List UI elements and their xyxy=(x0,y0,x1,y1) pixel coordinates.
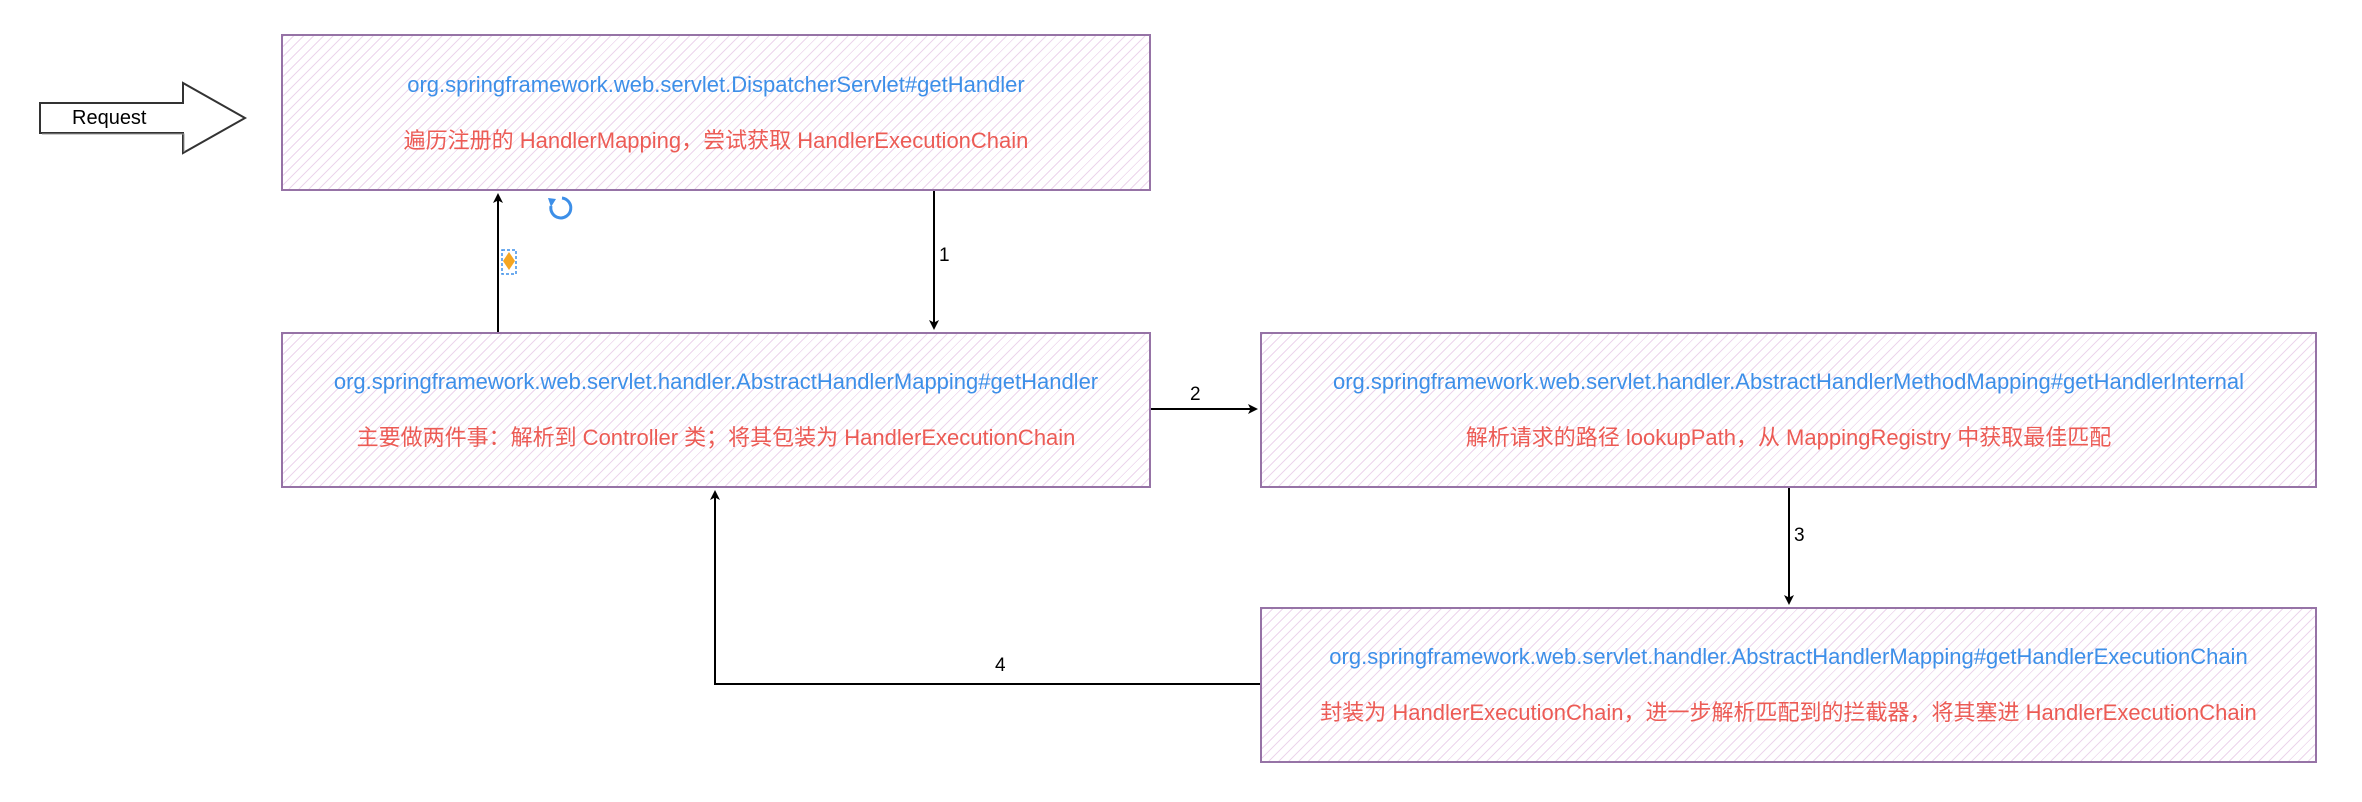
node-class-method: org.springframework.web.servlet.Dispatch… xyxy=(407,71,1025,97)
edge-4-label: 4 xyxy=(995,655,1006,676)
node-class-method: org.springframework.web.servlet.handler.… xyxy=(333,369,1099,394)
node-description: 解析请求的路径 lookupPath，从 MappingRegistry 中获取… xyxy=(1465,425,2112,450)
node-class-method: org.springframework.web.servlet.handler.… xyxy=(1329,644,2248,669)
edge-4-line xyxy=(710,490,1262,685)
rotate-handle-icon[interactable] xyxy=(548,196,573,220)
node-description: 遍历注册的 HandlerMapping，尝试获取 HandlerExecuti… xyxy=(403,127,1029,153)
node-get-handler-execution-chain[interactable]: org.springframework.web.servlet.handler.… xyxy=(1260,607,2317,763)
node-abstract-handler-mapping[interactable]: org.springframework.web.servlet.handler.… xyxy=(281,332,1151,488)
waypoint-handle[interactable] xyxy=(501,249,517,275)
request-arrow xyxy=(39,81,248,155)
node-description: 封装为 HandlerExecutionChain，进一步解析匹配到的拦截器，将… xyxy=(1320,700,2257,725)
node-class-method: org.springframework.web.servlet.handler.… xyxy=(1332,369,2245,394)
node-abstract-handler-method-mapping[interactable]: org.springframework.web.servlet.handler.… xyxy=(1260,332,2317,488)
edge-3-label: 3 xyxy=(1794,525,1805,546)
node-dispatcher[interactable]: org.springframework.web.servlet.Dispatch… xyxy=(281,34,1151,191)
edge-1-label: 1 xyxy=(939,245,950,266)
edge-2-label: 2 xyxy=(1190,384,1201,405)
node-description: 主要做两件事：解析到 Controller 类；将其包装为 HandlerExe… xyxy=(356,425,1076,450)
request-label: Request xyxy=(72,107,147,129)
